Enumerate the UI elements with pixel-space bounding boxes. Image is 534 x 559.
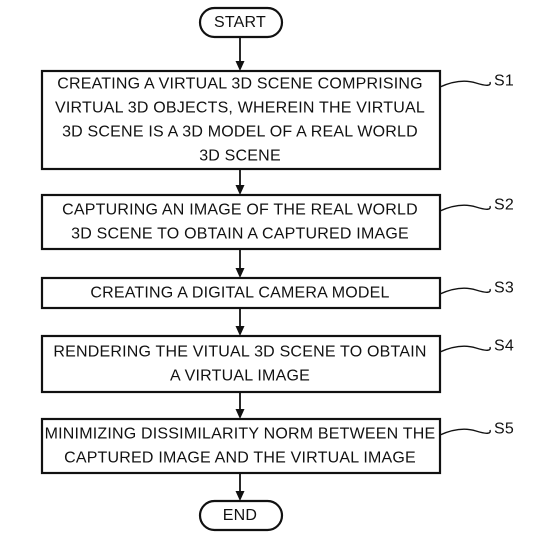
- flow-arrowhead-3: [235, 268, 245, 278]
- step-text-s4-line-1: RENDERING THE VITUAL 3D SCENE TO OBTAIN: [53, 344, 426, 361]
- step-id-s2: S2: [494, 197, 514, 214]
- flow-arrowhead-1: [235, 61, 245, 71]
- step-text-s2-line-1: CAPTURING AN IMAGE OF THE REAL WORLD: [62, 202, 418, 219]
- step-text-s5-line-1: MINIMIZING DISSIMILARITY NORM BETWEEN TH…: [45, 426, 436, 443]
- step-text-s1-line-1: CREATING A VIRTUAL 3D SCENE COMPRISING: [57, 76, 423, 93]
- step-id-s1: S1: [494, 73, 514, 90]
- step-text-s5-line-2: CAPTURED IMAGE AND THE VIRTUAL IMAGE: [64, 450, 416, 467]
- step-box-s1: [40, 69, 442, 171]
- flow-arrowhead-4: [235, 326, 245, 336]
- flow-arrowhead-2: [235, 185, 245, 195]
- flow-arrowhead-6: [235, 491, 245, 501]
- step-box-s2: [40, 193, 442, 251]
- step-leader-s2: [439, 204, 491, 212]
- step-text-s1-line-2: VIRTUAL 3D OBJECTS, WHEREIN THE VIRTUAL: [55, 100, 425, 117]
- end-label: END: [223, 507, 257, 524]
- end-terminal: [198, 499, 284, 532]
- step-id-s3: S3: [494, 280, 514, 297]
- step-leader-s4: [439, 345, 491, 353]
- step-id-s4: S4: [494, 338, 514, 355]
- start-label: START: [214, 14, 266, 31]
- step-leader-s3: [439, 287, 491, 295]
- step-box-s5: [40, 417, 442, 475]
- step-text-s1-line-4: 3D SCENE: [199, 148, 281, 165]
- step-text-s4-line-2: A VIRTUAL IMAGE: [170, 368, 310, 385]
- flow-arrowhead-5: [235, 409, 245, 419]
- step-text-s2-line-2: 3D SCENE TO OBTAIN A CAPTURED IMAGE: [71, 226, 409, 243]
- start-terminal: [198, 6, 284, 39]
- step-text-s3-line-1: CREATING A DIGITAL CAMERA MODEL: [90, 285, 389, 302]
- step-leader-s5: [439, 428, 491, 436]
- step-leader-s1: [439, 80, 491, 88]
- step-id-s5: S5: [494, 421, 514, 438]
- step-text-s1-line-3: 3D SCENE IS A 3D MODEL OF A REAL WORLD: [62, 124, 418, 141]
- step-box-s3: [40, 276, 442, 310]
- step-box-s4: [40, 334, 442, 394]
